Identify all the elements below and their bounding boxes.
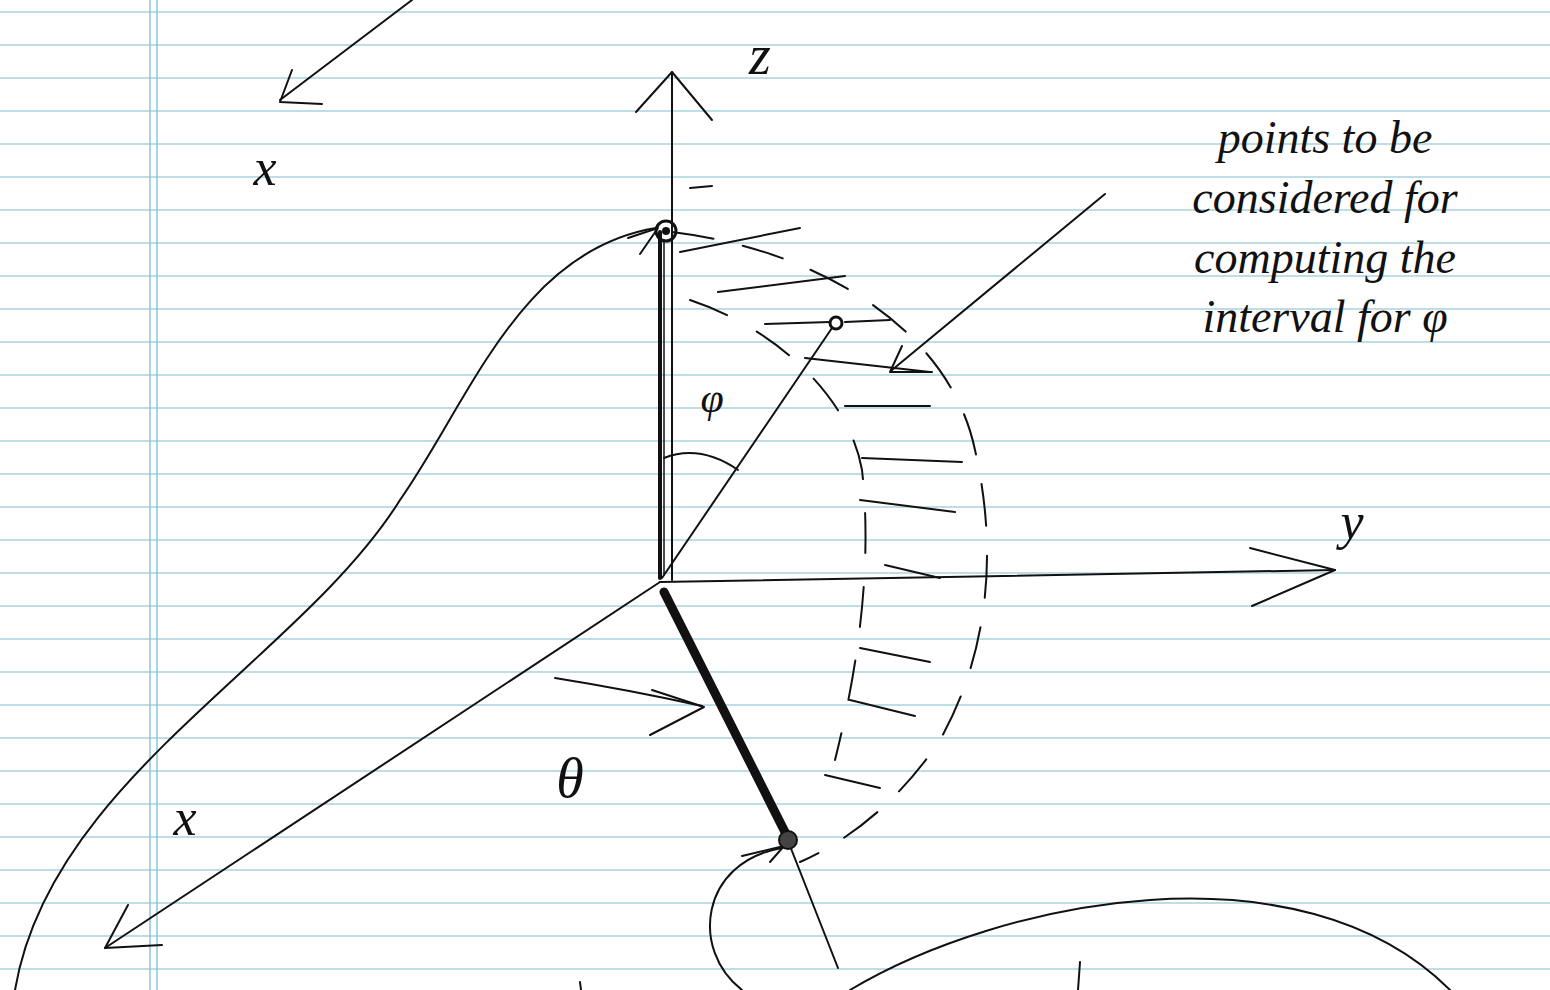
angle-label: φ [700, 377, 723, 419]
point-marker [662, 227, 670, 235]
rule [0, 935, 1550, 937]
pointer-curve [15, 228, 656, 990]
angle-label: θ [556, 750, 584, 806]
rule [0, 605, 1550, 607]
hatch [845, 320, 890, 322]
hatch [825, 775, 880, 788]
hatch [862, 458, 962, 462]
axis-label: x [173, 792, 196, 844]
axis-label: z [749, 27, 771, 83]
hatch [805, 358, 930, 372]
arrowhead [1250, 548, 1335, 606]
rule [0, 11, 1550, 13]
rule [0, 110, 1550, 112]
arrowhead [890, 346, 932, 372]
hatch [885, 565, 940, 578]
arrowhead [650, 690, 704, 735]
stroke [790, 846, 838, 968]
margin-line [149, 0, 151, 990]
leader-line [892, 194, 1105, 370]
hatch [850, 700, 915, 716]
hatch [690, 186, 712, 188]
rule [0, 671, 1550, 673]
rule [0, 704, 1550, 706]
rule [0, 572, 1550, 574]
stroke [580, 982, 581, 990]
ruled-lines [0, 12, 1550, 969]
hatch [845, 405, 930, 407]
hatch [860, 648, 930, 662]
rule [0, 968, 1550, 970]
rule [0, 836, 1550, 838]
radius-ray [662, 328, 832, 578]
axis-label: x [253, 142, 276, 194]
hatch [718, 276, 845, 292]
stroke [1078, 962, 1080, 990]
hatch [860, 500, 955, 512]
rule [0, 506, 1550, 508]
z-axis [671, 72, 673, 580]
arrowhead [280, 70, 322, 104]
angle-arc [664, 453, 738, 470]
rule [0, 638, 1550, 640]
rule [0, 770, 1550, 772]
rule [0, 44, 1550, 46]
rule [0, 374, 1550, 376]
rule [0, 902, 1550, 904]
angle-arc [555, 678, 702, 706]
rule [0, 539, 1550, 541]
rule [0, 737, 1550, 739]
rule [0, 407, 1550, 409]
x-axis [105, 582, 660, 948]
arrowhead [105, 905, 162, 948]
rule [0, 77, 1550, 79]
rule [0, 473, 1550, 475]
annotation-note: points to be considered for computing th… [1140, 108, 1510, 347]
hatch [680, 228, 800, 252]
arrowhead [636, 72, 712, 120]
rule [0, 869, 1550, 871]
arrowhead [628, 228, 658, 254]
highlight-segment [663, 240, 665, 575]
point-marker [656, 221, 676, 241]
arrowhead [742, 846, 784, 862]
pointer-curve [850, 899, 1450, 990]
sphere-outline [690, 300, 866, 760]
axis-label: y [1340, 496, 1363, 548]
hatch [765, 322, 830, 324]
y-axis [660, 570, 1335, 582]
x-direction-arrow [280, 0, 412, 100]
point-marker [830, 317, 842, 329]
hatched-segment [664, 592, 786, 834]
sphere-outline [672, 232, 987, 862]
highlight-segment [658, 232, 662, 578]
pointer-curve [710, 848, 782, 990]
rule [0, 440, 1550, 442]
margin-line [156, 0, 158, 990]
point-marker [779, 831, 797, 849]
